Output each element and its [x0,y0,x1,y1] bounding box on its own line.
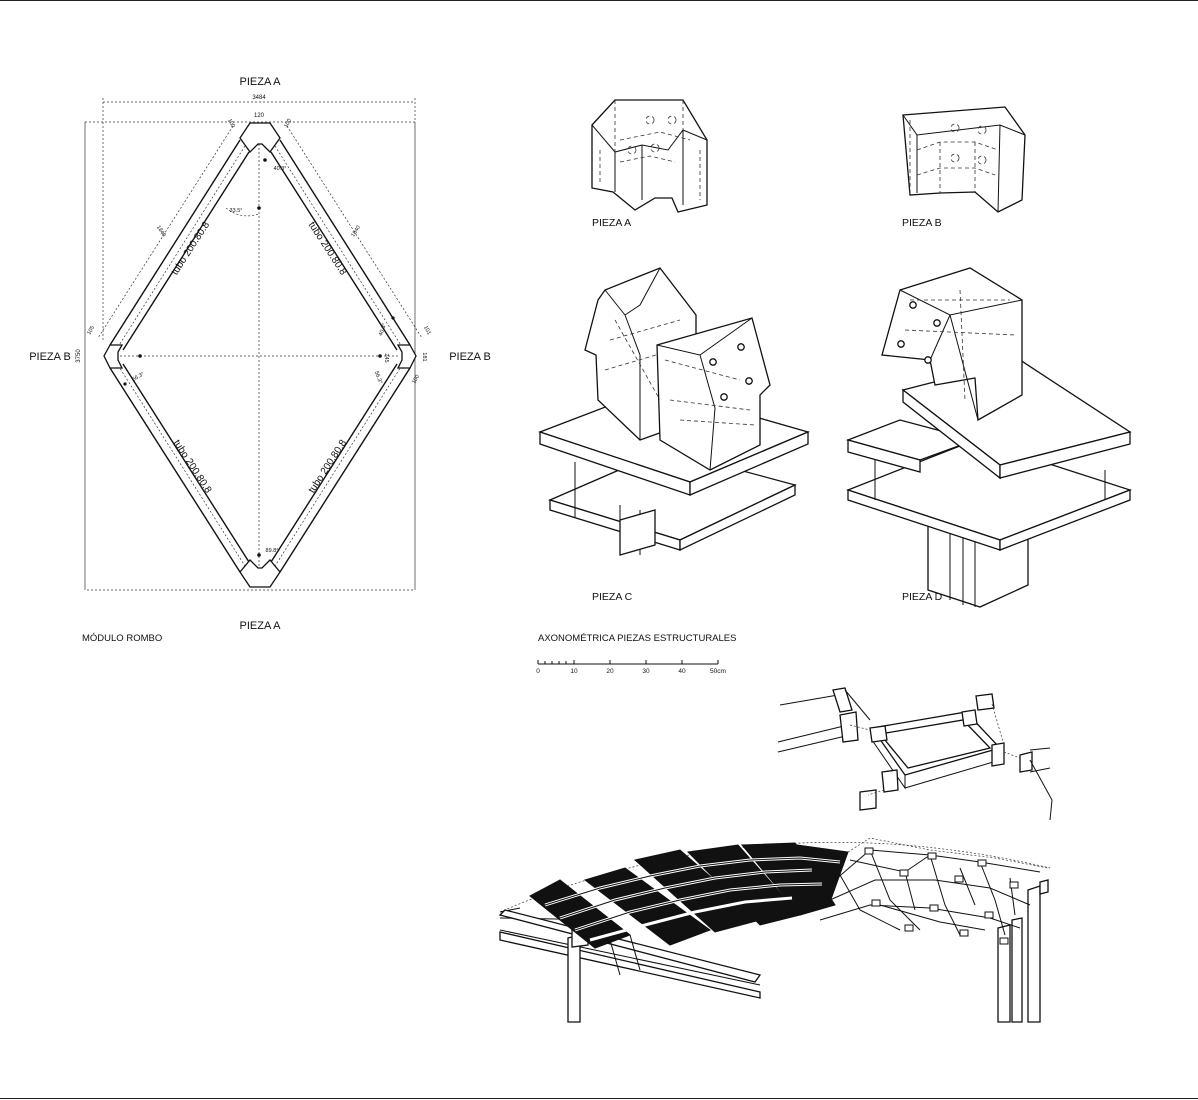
node-bottom [239,559,281,588]
pieza-c-drawing: PIEZA C [538,267,810,603]
dim-width: 3484 [252,95,266,101]
tube-label-tl: tubo 200.80.8 [170,220,213,278]
tube-outer-bl [109,367,241,573]
angle-top-b: 33.5° [230,208,243,214]
top-border [0,0,1198,1]
tube-outer-tl [109,139,241,346]
label-pieza-c: PIEZA C [592,591,633,603]
marker [138,354,142,358]
side-dim-tr [286,125,423,339]
dim-right-100: 100 [411,374,421,385]
label-top-pieza-a: PIEZA A [240,76,282,88]
scale-bar: 0 10 20 30 40 50cm [536,660,726,675]
exploded-frame-drawing [777,687,1053,821]
label-right-pieza-b: PIEZA B [449,351,491,363]
node-left [103,344,124,369]
label-pieza-d: PIEZA D [902,591,943,603]
side-dim-tl [97,125,234,339]
tube-axis-br [274,361,405,567]
scale-tick-30: 30 [642,668,650,675]
caption-modulo-rombo: MÓDULO ROMBO [82,633,162,644]
dim-right-181: 181 [421,352,427,361]
dim-right-101: 101 [422,325,432,336]
scale-tick-50cm: 50cm [710,668,726,675]
dim-side-r: 1840 [350,225,362,239]
tube-inner-tl [122,151,250,351]
dim-top-l: 100 [226,118,236,129]
caption-axonometrica: AXONOMÉTRICA PIEZAS ESTRUCTURALES [538,633,736,644]
dim-side-l: 1840 [155,225,167,239]
canopy-drawing [498,837,1051,1023]
tube-inner-br [270,363,398,563]
tube-label-bl: tubo 200.80.8 [171,438,214,496]
node-top [239,122,281,154]
dim-top-r: 100 [283,118,293,129]
tube-inner-bl [122,363,250,563]
tube-outer-br [279,367,411,573]
label-left-pieza-b: PIEZA B [29,351,71,363]
scale-tick-0: 0 [536,668,540,675]
tube-label-br: tubo 200.80.8 [307,438,350,496]
dim-height: 3750 [76,349,82,363]
angle-right-b: 56.3° [373,371,383,385]
tube-axis-tl [115,145,246,351]
marker [391,316,395,320]
pieza-a-drawing: PIEZA A [591,99,708,229]
dim-top-120: 120 [254,113,265,119]
rhombus-module: 3484 3750 [29,76,491,644]
angle-left: 56.3° [131,371,145,383]
bottom-border [0,1098,1198,1099]
dim-left-105: 105 [86,325,96,336]
pieza-b-drawing: PIEZA B [902,106,1026,229]
marker [378,354,382,358]
angle-arc [225,207,260,217]
angle-bottom: 89.8° [266,548,279,554]
tube-outer-tr [279,139,411,346]
angle-right-a: 40.3° [378,323,388,337]
scale-tick-10: 10 [570,668,578,675]
label-bottom-pieza-a: PIEZA A [240,620,282,632]
marker [257,553,261,557]
scale-tick-40: 40 [678,668,686,675]
tube-axis-bl [115,361,246,567]
scale-tick-20: 20 [606,668,614,675]
dim-right-245: 245 [383,353,389,362]
marker [263,158,267,162]
pieza-d-drawing: PIEZA D [845,267,1132,608]
node-right [396,344,417,369]
angle-top-a: 40.3° [274,166,287,172]
tube-axis-tr [274,145,405,351]
marker [257,206,261,210]
tube-inner-tr [270,151,398,351]
marker [123,382,127,386]
label-pieza-b: PIEZA B [902,217,942,229]
label-pieza-a: PIEZA A [592,217,631,229]
